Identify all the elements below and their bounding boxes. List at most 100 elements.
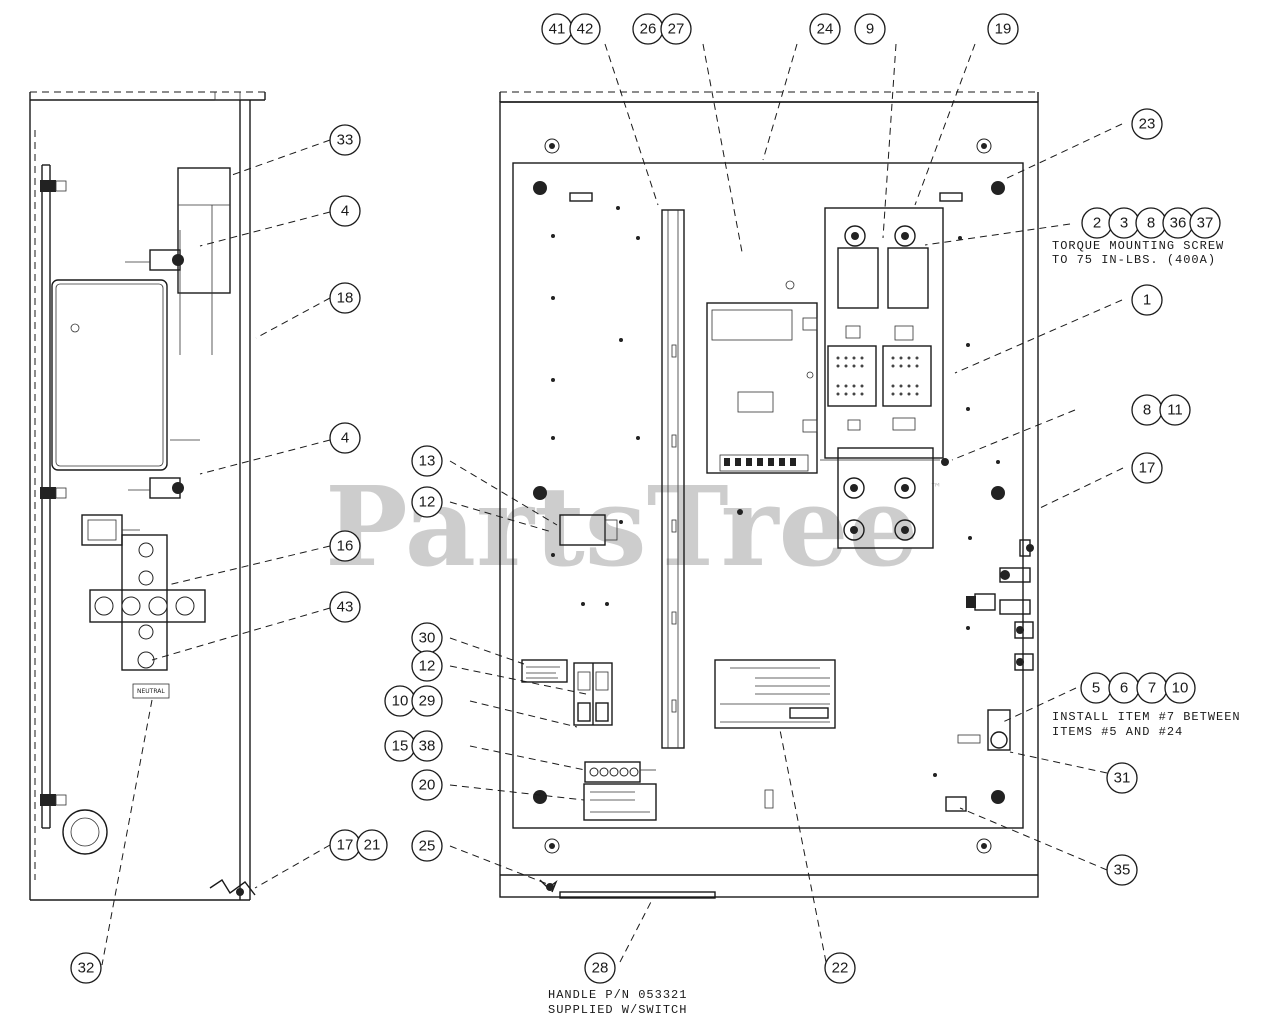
callout-16: 16 xyxy=(329,530,361,562)
callout-37: 37 xyxy=(1189,207,1221,239)
callout-18: 18 xyxy=(329,282,361,314)
svg-text:5: 5 xyxy=(1092,680,1100,697)
callout-2: 2 xyxy=(1081,207,1113,239)
callout-29: 29 xyxy=(411,685,443,717)
torque-note-line2: TO 75 IN-LBS. (400A) xyxy=(1052,253,1216,267)
svg-text:41: 41 xyxy=(549,21,566,38)
callout-1: 1 xyxy=(1131,284,1163,316)
callout-28: 28 xyxy=(584,952,616,984)
callout-33: 33 xyxy=(329,124,361,156)
callout-4-lower: 4 xyxy=(329,422,361,454)
svg-text:11: 11 xyxy=(1167,402,1183,419)
callout-8-upper: 8 xyxy=(1135,207,1167,239)
svg-text:19: 19 xyxy=(995,21,1012,38)
svg-text:10: 10 xyxy=(1172,680,1189,697)
callout-25: 25 xyxy=(411,830,443,862)
svg-text:35: 35 xyxy=(1114,862,1131,879)
callout-8-lower: 8 xyxy=(1131,394,1163,426)
callout-22: 22 xyxy=(824,952,856,984)
callout-32: 32 xyxy=(70,952,102,984)
callout-17: 17 xyxy=(1131,452,1163,484)
svg-text:13: 13 xyxy=(419,453,436,470)
svg-text:25: 25 xyxy=(419,838,436,855)
torque-note-line1: TORQUE MOUNTING SCREW xyxy=(1052,239,1224,253)
callout-30: 30 xyxy=(411,622,443,654)
callout-9: 9 xyxy=(854,13,886,45)
callout-42: 42 xyxy=(569,13,601,45)
svg-text:12: 12 xyxy=(419,658,436,675)
callout-7: 7 xyxy=(1136,672,1168,704)
handle-note-line1: HANDLE P/N 053321 xyxy=(548,988,687,1002)
svg-text:1: 1 xyxy=(1143,292,1151,309)
callout-21: 21 xyxy=(356,829,388,861)
svg-text:36: 36 xyxy=(1170,215,1187,232)
svg-text:32: 32 xyxy=(78,960,95,977)
callout-17-side: 17 xyxy=(329,829,361,861)
front-view-enclosure xyxy=(499,91,1039,899)
svg-text:2: 2 xyxy=(1093,215,1101,232)
callout-3: 3 xyxy=(1108,207,1140,239)
svg-text:15: 15 xyxy=(392,738,409,755)
svg-text:8: 8 xyxy=(1143,402,1151,419)
svg-text:38: 38 xyxy=(419,738,436,755)
svg-text:16: 16 xyxy=(337,538,354,555)
callout-31: 31 xyxy=(1106,762,1138,794)
svg-text:10: 10 xyxy=(392,693,409,710)
leader-lines xyxy=(101,43,1124,966)
svg-text:8: 8 xyxy=(1147,215,1155,232)
handle-note-line2: SUPPLIED W/SWITCH xyxy=(548,1003,687,1017)
callout-19: 19 xyxy=(987,13,1019,45)
callout-5: 5 xyxy=(1080,672,1112,704)
svg-text:28: 28 xyxy=(592,960,609,977)
svg-text:20: 20 xyxy=(419,777,436,794)
callout-41: 41 xyxy=(541,13,573,45)
svg-text:3: 3 xyxy=(1120,215,1128,232)
watermark-text: PartsTree xyxy=(325,462,919,591)
callout-10: 10 xyxy=(384,685,416,717)
svg-text:12: 12 xyxy=(419,494,436,511)
callout-43: 43 xyxy=(329,591,361,623)
neutral-label: NEUTRAL xyxy=(137,688,165,695)
svg-text:29: 29 xyxy=(419,693,436,710)
install-note-line2: ITEMS #5 AND #24 xyxy=(1052,725,1183,739)
callout-15: 15 xyxy=(384,730,416,762)
svg-text:17: 17 xyxy=(337,837,354,854)
callout-12-lower: 12 xyxy=(411,650,443,682)
svg-text:42: 42 xyxy=(577,21,594,38)
svg-text:24: 24 xyxy=(817,21,834,38)
svg-text:7: 7 xyxy=(1148,680,1156,697)
svg-text:17: 17 xyxy=(1139,460,1156,477)
svg-text:30: 30 xyxy=(419,630,436,647)
svg-text:6: 6 xyxy=(1120,680,1128,697)
callout-24: 24 xyxy=(809,13,841,45)
side-view-enclosure: NEUTRAL xyxy=(29,91,266,901)
callout-38: 38 xyxy=(411,730,443,762)
svg-text:23: 23 xyxy=(1139,116,1156,133)
callout-35: 35 xyxy=(1106,854,1138,886)
svg-text:31: 31 xyxy=(1114,770,1131,787)
svg-text:27: 27 xyxy=(668,21,685,38)
svg-text:18: 18 xyxy=(337,290,354,307)
install-note-line1: INSTALL ITEM #7 BETWEEN xyxy=(1052,710,1241,724)
callout-11: 11 xyxy=(1159,394,1191,426)
callout-23: 23 xyxy=(1131,108,1163,140)
svg-text:9: 9 xyxy=(866,21,874,38)
svg-text:26: 26 xyxy=(640,21,657,38)
callout-27: 27 xyxy=(660,13,692,45)
callout-12-upper: 12 xyxy=(411,486,443,518)
callout-13: 13 xyxy=(411,445,443,477)
callout-26: 26 xyxy=(632,13,664,45)
svg-text:22: 22 xyxy=(832,960,849,977)
svg-text:37: 37 xyxy=(1197,215,1214,232)
callout-20: 20 xyxy=(411,769,443,801)
svg-text:21: 21 xyxy=(364,837,381,854)
callout-10-right: 10 xyxy=(1164,672,1196,704)
svg-text:4: 4 xyxy=(341,430,349,447)
callout-4-upper: 4 xyxy=(329,195,361,227)
svg-text:4: 4 xyxy=(341,203,349,220)
svg-text:33: 33 xyxy=(337,132,354,149)
callout-36: 36 xyxy=(1162,207,1194,239)
svg-text:43: 43 xyxy=(337,599,354,616)
callout-6: 6 xyxy=(1108,672,1140,704)
